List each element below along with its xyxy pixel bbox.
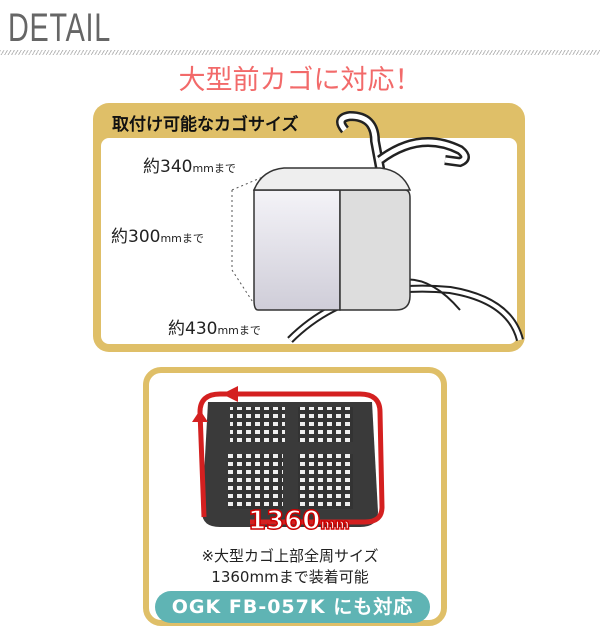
perimeter-label: 1360mm [247, 505, 351, 537]
dim-prefix: 約 [143, 157, 160, 177]
dim-suffix: まで [213, 162, 236, 175]
dim-unit: mm [192, 162, 214, 175]
dim-value: 340 [160, 157, 193, 177]
bike-illustration [231, 110, 524, 343]
dimension-depth: 約430mmまで [168, 314, 261, 339]
dim-value: 430 [185, 319, 218, 339]
perimeter-unit: mm [320, 516, 351, 534]
note-line-2: 1360mmまで装着可能 [211, 568, 369, 586]
basket-top [252, 167, 412, 191]
dim-value: 300 [128, 227, 161, 247]
headline: 大型前カゴに対応！ [178, 65, 422, 96]
note-line-1: ※大型カゴ上部全周サイズ [201, 547, 379, 565]
dim-unit: mm [217, 324, 239, 337]
divider [0, 50, 600, 55]
dim-suffix: まで [181, 232, 204, 245]
size-panel-title: 取付け可能なカゴサイズ [112, 115, 299, 135]
dim-unit: mm [160, 232, 182, 245]
arrowheads [192, 386, 238, 422]
dimension-height: 約300mmまで [111, 222, 204, 247]
dim-prefix: 約 [168, 319, 185, 339]
dim-prefix: 約 [111, 227, 128, 247]
perimeter-value: 1360 [247, 505, 321, 537]
basket-photo [192, 386, 385, 527]
dimension-width: 約340mmまで [143, 152, 236, 177]
fit-note: ※大型カゴ上部全周サイズ 1360mmまで装着可能 [150, 546, 430, 588]
compat-badge: OGK FB-057K にも対応 [155, 591, 430, 623]
section-title: DETAIL [8, 6, 112, 50]
basket-side [339, 189, 411, 311]
dimension-lines [231, 167, 285, 311]
basket-front [253, 189, 341, 311]
bike-outline [287, 110, 524, 343]
perimeter-arrow [197, 391, 385, 525]
dim-suffix: まで [238, 324, 261, 337]
